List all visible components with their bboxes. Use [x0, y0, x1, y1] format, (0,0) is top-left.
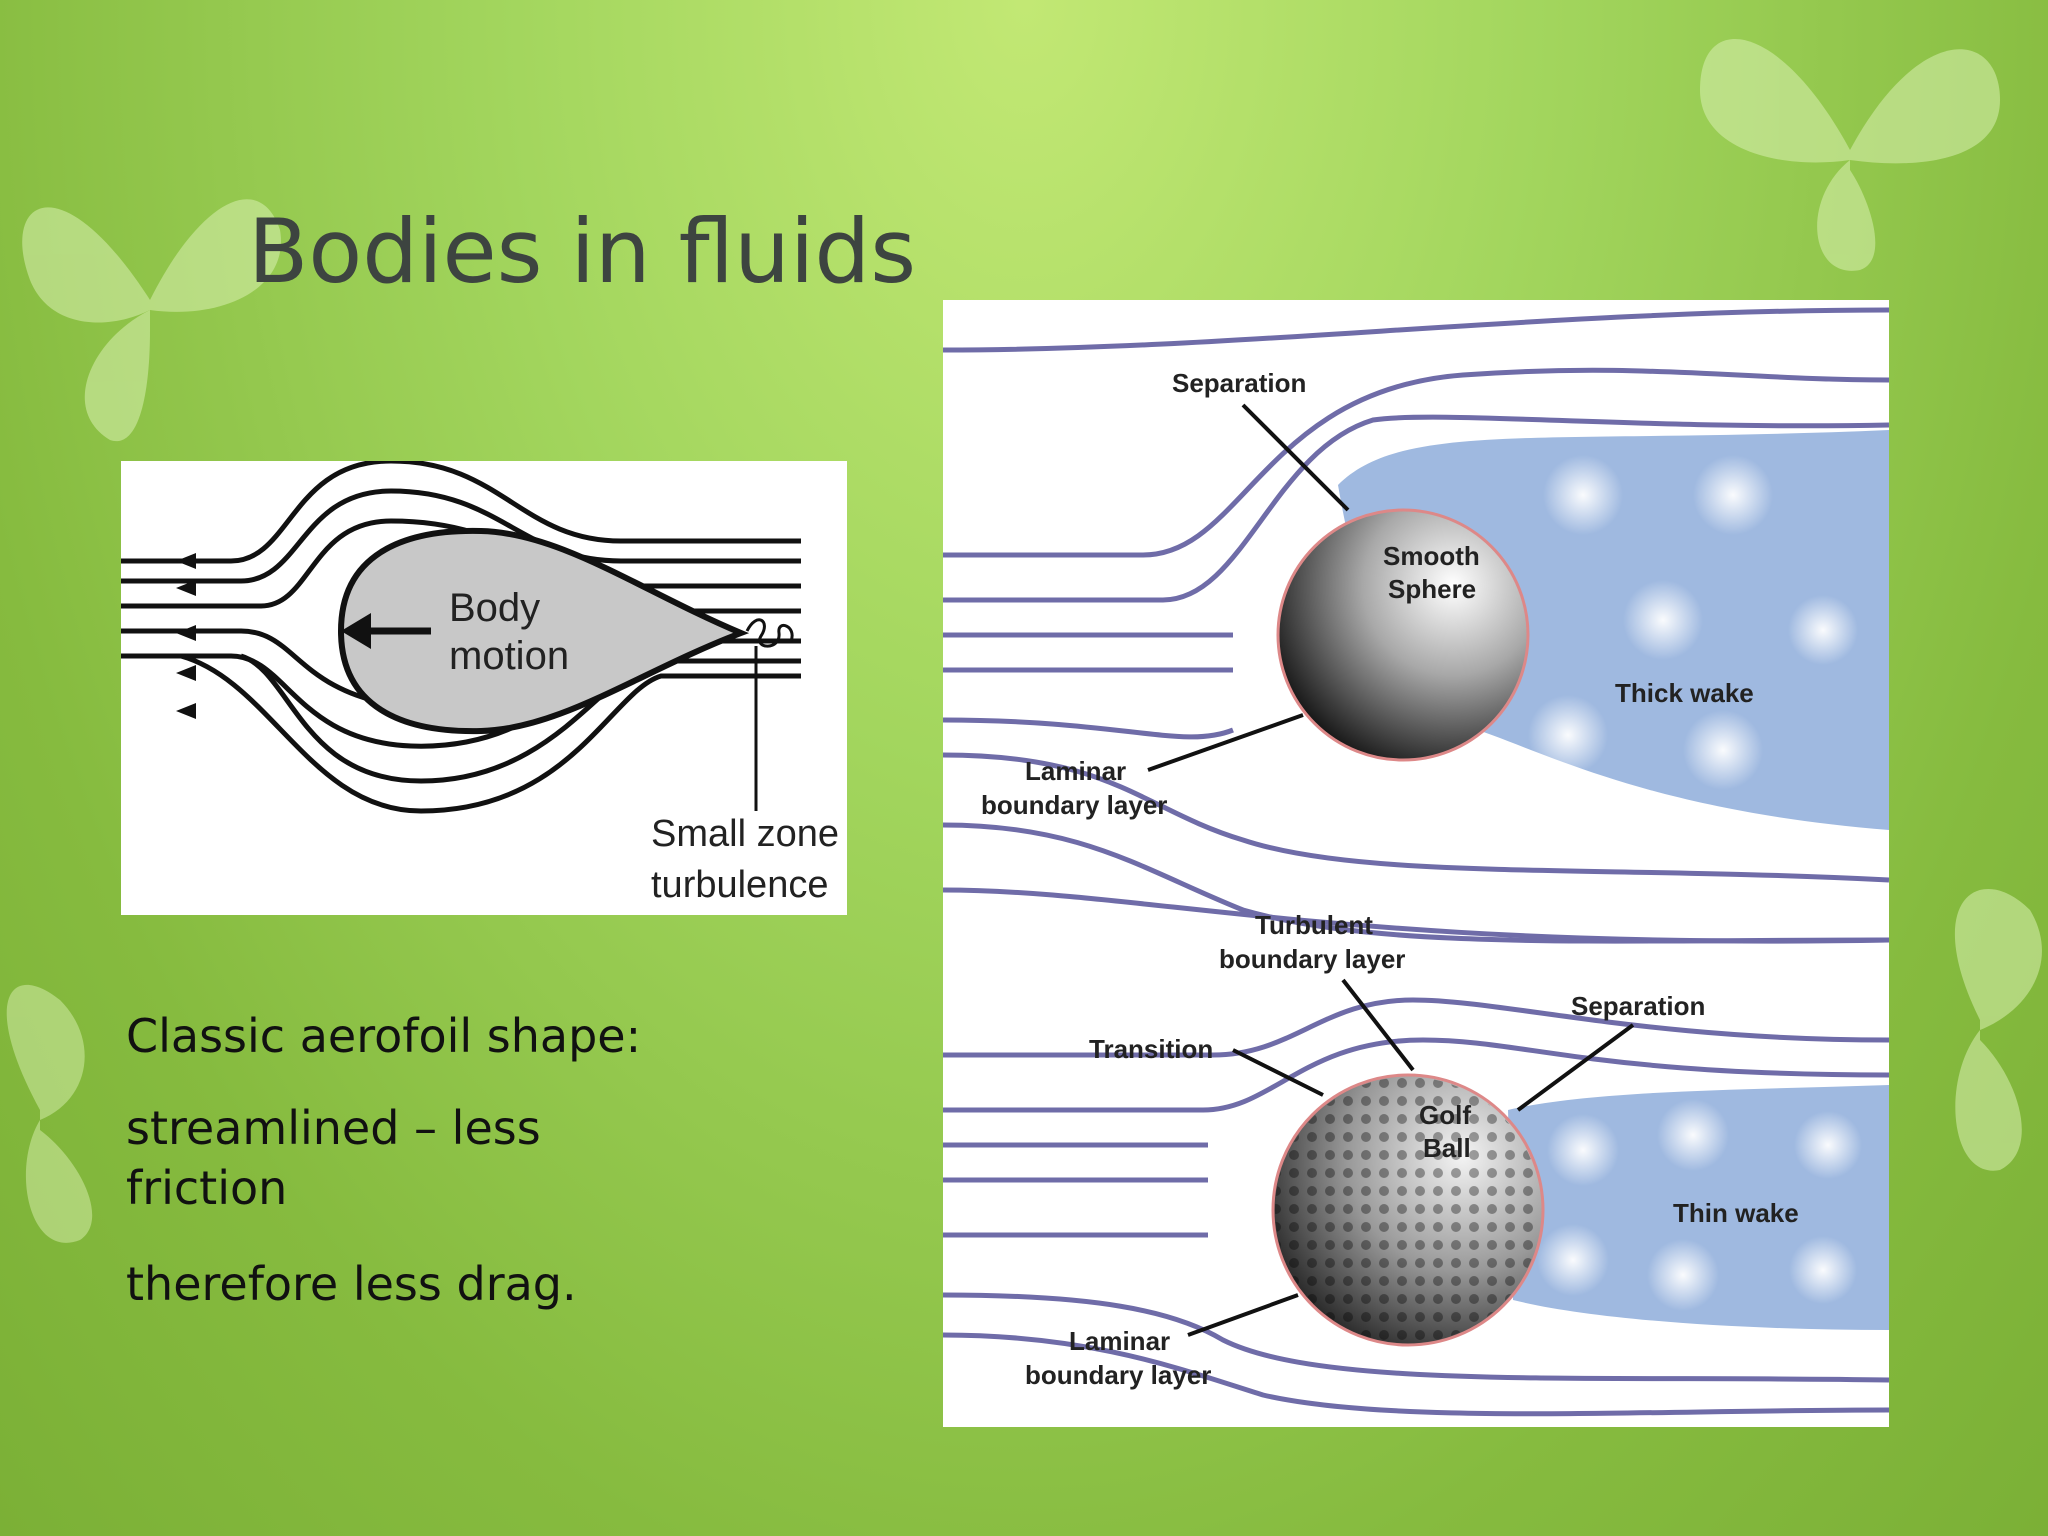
turbulent-label-1: Turbulent — [1255, 910, 1373, 940]
turbulent-label-2: boundary layer — [1219, 944, 1405, 974]
butterfly-decoration-top-right — [1700, 39, 2000, 271]
streamline — [121, 458, 801, 564]
laminar-pointer-top — [1147, 713, 1304, 772]
golf-ball-label-2: Ball — [1423, 1133, 1471, 1163]
turbulence-label-1: Small zone of — [651, 813, 847, 855]
body-motion-label-2: motion — [449, 634, 569, 678]
aerofoil-body — [337, 527, 750, 735]
transition-label: Transition — [1089, 1034, 1213, 1064]
separation-pointer-bottom — [1516, 1023, 1635, 1112]
separation-pointer-top — [1241, 403, 1350, 512]
body-text-line-1: Classic aerofoil shape: — [126, 1009, 642, 1063]
golf-ball-dimples — [1275, 1077, 1541, 1343]
body-text-line-3: therefore less drag. — [126, 1257, 577, 1311]
body-text-line-2: streamlined – less friction — [126, 1101, 541, 1215]
transition-pointer — [1232, 1048, 1324, 1097]
streamline-arrows — [176, 553, 196, 719]
smooth-sphere — [1276, 508, 1530, 762]
golf-ball-label-1: Golf — [1419, 1100, 1471, 1130]
wake-bubbles — [1528, 455, 1858, 790]
thick-wake-label: Thick wake — [1615, 678, 1754, 708]
wake-bubbles-bottom — [1537, 1099, 1862, 1311]
separation-label-bottom: Separation — [1571, 991, 1705, 1021]
laminar-label-top-1: Laminar — [1025, 756, 1126, 786]
smooth-sphere-label-1: Smooth — [1383, 541, 1480, 571]
aerofoil-svg: Body motion Small zone of turbulence — [121, 458, 882, 906]
aerofoil-diagram: Body motion Small zone of turbulence — [121, 458, 882, 915]
laminar-label-bottom-1: Laminar — [1069, 1326, 1170, 1356]
laminar-label-bottom-2: boundary layer — [1025, 1360, 1211, 1390]
laminar-label-top-2: boundary layer — [981, 790, 1167, 820]
top-streamlines — [942, 307, 1890, 944]
butterfly-decoration-bottom-left — [6, 984, 93, 1243]
separation-label-top: Separation — [1172, 368, 1306, 398]
slide-title: Bodies in fluids — [248, 200, 917, 303]
laminar-pointer-bottom — [1187, 1293, 1299, 1337]
turbulence-swirl — [745, 618, 794, 648]
turbulent-pointer — [1341, 978, 1415, 1072]
thin-wake-label: Thin wake — [1673, 1198, 1799, 1228]
butterfly-decoration-left — [22, 199, 281, 442]
body-motion-arrow — [341, 613, 431, 649]
bottom-streamlines — [942, 997, 1890, 1417]
sphere-wake-diagram: Separation Smooth Sphere Thick wake Lami… — [942, 300, 1890, 1427]
butterfly-decoration-right — [1954, 888, 2042, 1171]
streamline — [180, 653, 801, 814]
turbulence-label-2: turbulence — [651, 864, 828, 906]
sphere-wake-svg: Separation Smooth Sphere Thick wake Lami… — [942, 307, 1890, 1417]
smooth-sphere-label-2: Sphere — [1388, 574, 1476, 604]
body-motion-label-1: Body — [449, 586, 540, 630]
